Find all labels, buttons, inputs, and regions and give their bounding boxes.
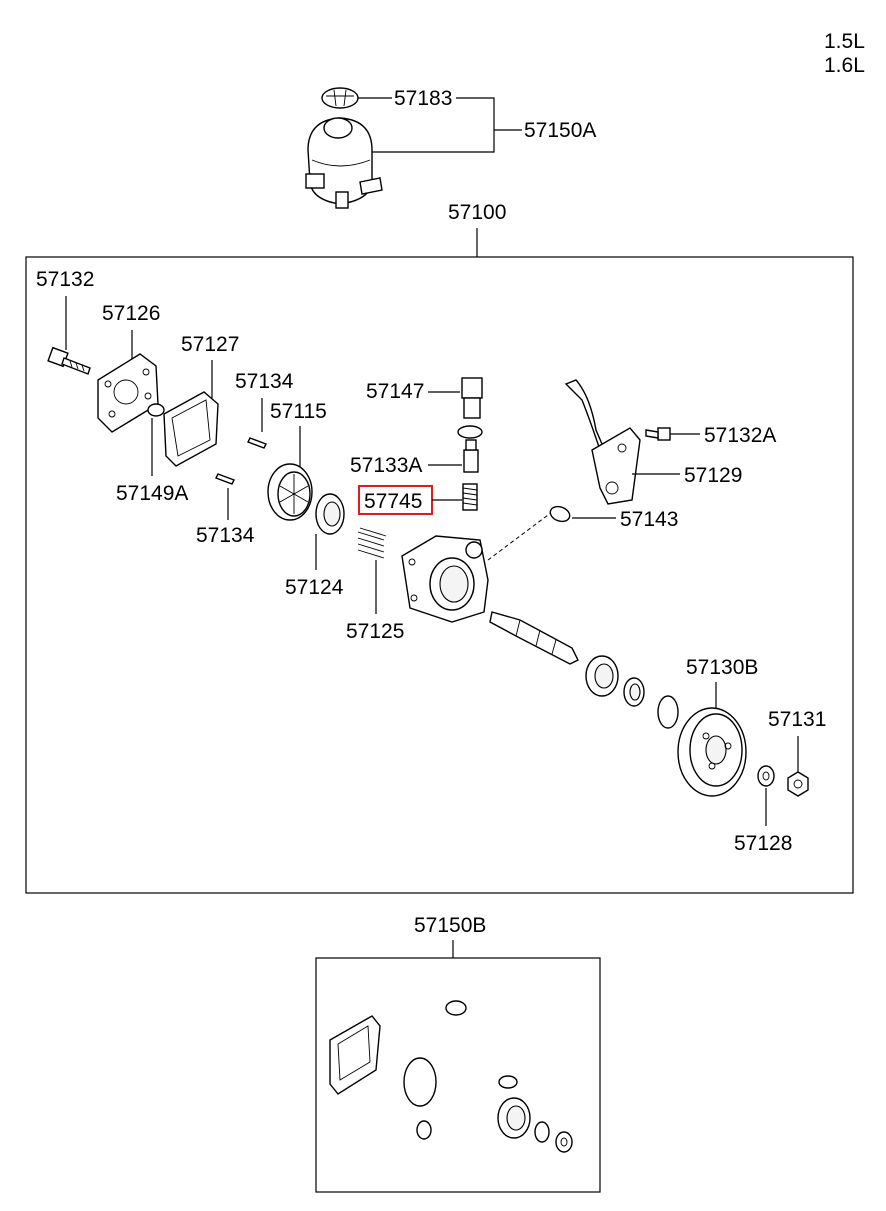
pin-57134-bottom-drawing[interactable] xyxy=(215,473,235,485)
pump-assembly-box xyxy=(25,256,854,894)
rotor-57115-drawing[interactable] xyxy=(267,463,313,521)
gasket-57127-drawing[interactable] xyxy=(163,391,219,467)
label-57150B: 57150B xyxy=(414,914,486,937)
kit-bushing-drawing[interactable] xyxy=(555,1131,573,1153)
pump-body-drawing[interactable] xyxy=(401,535,489,623)
pin-57134-top-drawing[interactable] xyxy=(247,437,267,449)
label-57149A: 57149A xyxy=(116,482,188,505)
bushing-57149A-drawing[interactable] xyxy=(147,403,165,417)
bolt-57132A-drawing[interactable] xyxy=(645,427,671,441)
label-57127: 57127 xyxy=(181,333,239,356)
cover-57126-drawing[interactable] xyxy=(97,353,159,433)
label-57143: 57143 xyxy=(620,508,678,531)
kit-oring-top-drawing[interactable] xyxy=(445,1000,467,1016)
label-57132: 57132 xyxy=(36,268,94,291)
label-57134-top: 57134 xyxy=(235,370,294,393)
nut-57131-drawing[interactable] xyxy=(787,771,809,797)
label-57133A: 57133A xyxy=(350,454,422,477)
label-57150A: 57150A xyxy=(524,119,596,142)
label-57134-bottom: 57134 xyxy=(196,524,255,547)
engine-label-2: 1.6L xyxy=(824,54,865,77)
snap-ring-drawing[interactable] xyxy=(657,695,679,729)
pulley-57130B-drawing[interactable] xyxy=(677,707,747,797)
label-57147: 57147 xyxy=(366,380,424,403)
shaft-drawing[interactable] xyxy=(489,611,579,665)
washer-57128-drawing[interactable] xyxy=(757,765,775,787)
seal-ring-drawing[interactable] xyxy=(623,677,645,707)
kit-box xyxy=(315,957,601,1193)
label-57131: 57131 xyxy=(768,708,826,731)
kit-gasket-drawing[interactable] xyxy=(329,1015,381,1095)
label-57745: 57745 xyxy=(364,490,422,513)
label-57129: 57129 xyxy=(684,464,742,487)
label-57183: 57183 xyxy=(394,87,452,110)
label-57100: 57100 xyxy=(448,201,506,224)
kit-oring-mid-drawing[interactable] xyxy=(498,1075,518,1089)
label-57124: 57124 xyxy=(285,576,344,599)
engine-label-1: 1.5L xyxy=(824,30,865,53)
label-57128: 57128 xyxy=(734,832,792,855)
kit-oring-large-drawing[interactable] xyxy=(403,1057,437,1107)
bolt-57132-drawing[interactable] xyxy=(47,346,91,375)
valve-spring-57745-drawing[interactable] xyxy=(462,483,478,511)
valve-57133A-drawing[interactable] xyxy=(463,439,479,473)
label-57115: 57115 xyxy=(270,400,327,423)
assembly-dashed-line xyxy=(487,511,553,561)
reservoir-cap-drawing[interactable] xyxy=(321,87,359,109)
label-57126: 57126 xyxy=(102,302,160,325)
bearing-drawing[interactable] xyxy=(585,655,619,697)
spring-57125-drawing[interactable] xyxy=(357,527,387,559)
label-57125: 57125 xyxy=(346,620,404,643)
label-57132A: 57132A xyxy=(704,424,776,447)
bracket-57129-drawing[interactable] xyxy=(564,379,641,505)
oring-57143-drawing[interactable] xyxy=(548,504,572,524)
reservoir-drawing[interactable] xyxy=(305,117,383,209)
kit-bearing-drawing[interactable] xyxy=(497,1097,531,1139)
label-57130B: 57130B xyxy=(686,656,758,679)
connector-57147-drawing[interactable] xyxy=(457,377,483,439)
kit-oring-small-drawing[interactable] xyxy=(416,1120,432,1140)
seal-57124-drawing[interactable] xyxy=(315,493,345,535)
kit-seal-drawing[interactable] xyxy=(534,1121,550,1143)
